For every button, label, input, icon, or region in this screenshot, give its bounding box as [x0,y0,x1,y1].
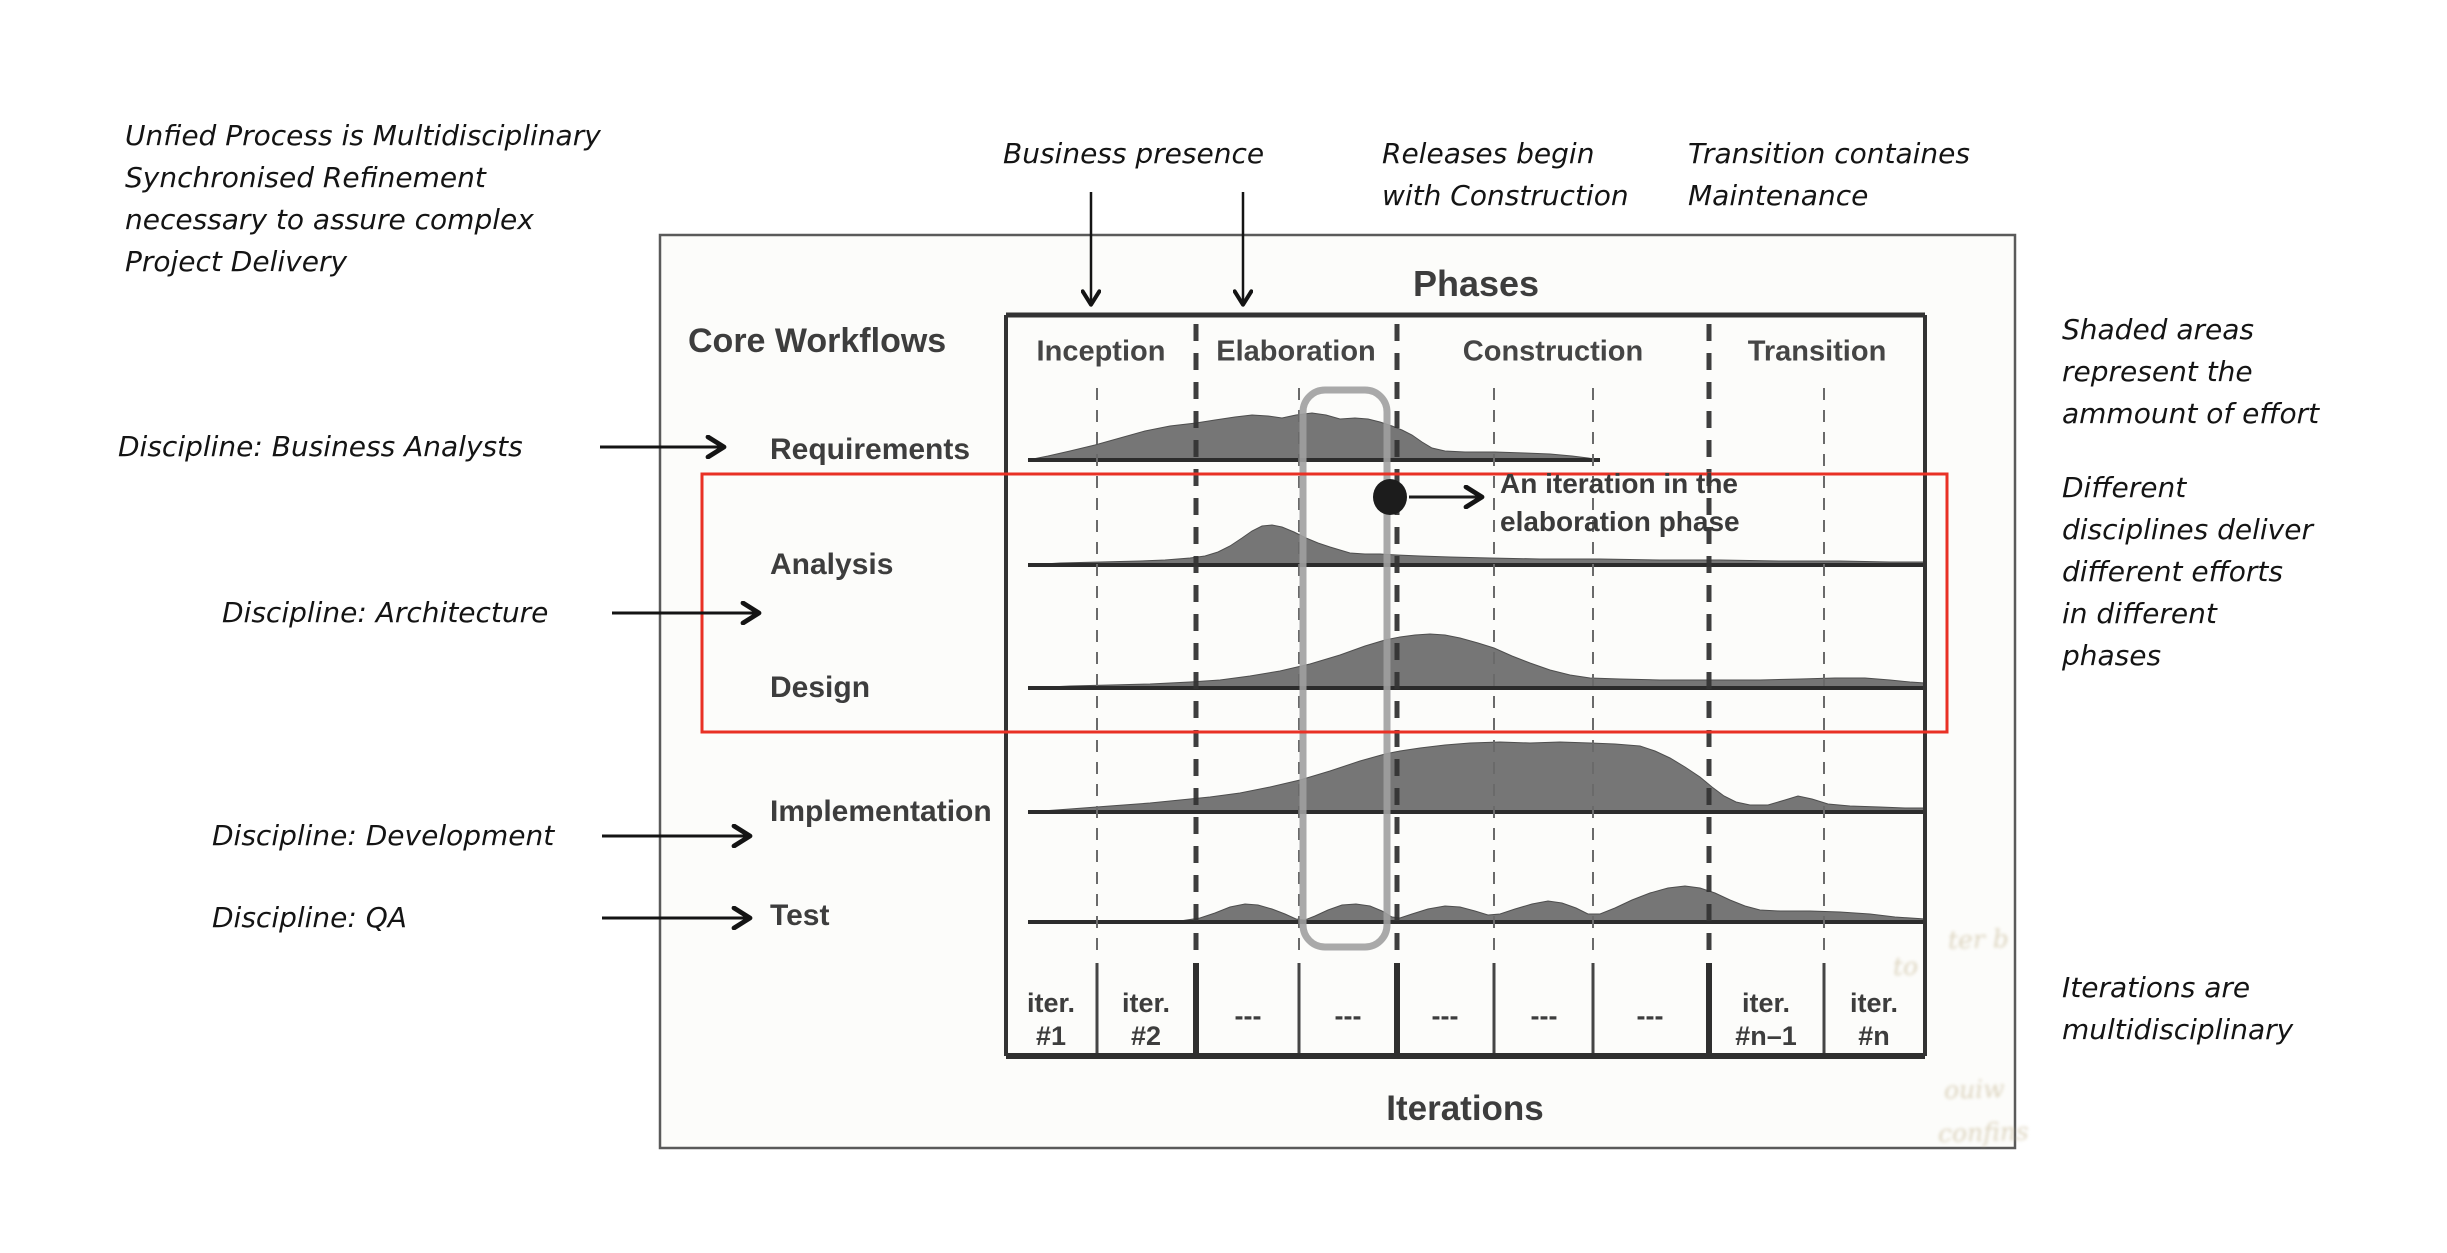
note-unified-process: Unfied Process is Multidisciplinary Sync… [125,115,601,283]
note-discipline-qa: Discipline: QA [212,897,407,939]
note-line: in different [2062,597,2217,630]
iteration-cell-label: --- [1531,1000,1558,1033]
iteration-cell-line: iter. [1026,988,1076,1018]
iteration-cell-line: --- [1234,1001,1262,1031]
note-line: Synchronised Refinement [125,161,486,194]
note-line: multidisciplinary [2062,1013,2294,1046]
iteration-cell-line: #1 [1035,1021,1067,1051]
note-line: Discipline: Development [212,819,555,852]
note-line: Releases begin [1382,137,1595,170]
note-line: represent the [2062,355,2253,388]
note-line: necessary to assure complex [125,203,534,236]
iteration-cell-line: iter. [1121,988,1171,1018]
iteration-cell-label: --- [1432,1000,1459,1033]
effort-hump-analysis [1027,524,1926,566]
callout-line: elaboration phase [1500,506,1740,537]
note-discipline-business-analysts: Discipline: Business Analysts [118,426,523,468]
iteration-cell-line: #n–1 [1735,1021,1797,1051]
iteration-highlight-outline [1299,386,1391,951]
iteration-cell-label: iter.#n–1 [1735,987,1797,1053]
bleed-through-text: ter b [1947,924,2010,955]
note-line: Discipline: Architecture [222,596,549,629]
iteration-cell-label: iter.#n [1850,987,1898,1053]
callout-line: An iteration in the [1500,468,1738,499]
iteration-cell-label: iter.#1 [1027,987,1075,1053]
phase-header-elaboration: Elaboration [1216,335,1376,368]
iteration-cell-line: iter. [1741,988,1791,1018]
note-shaded-areas: Shaded areas represent the ammount of ef… [2062,309,2319,435]
note-line: Business presence [1003,137,1265,170]
iteration-cell-line: --- [1636,1001,1664,1031]
iteration-cell-line: --- [1530,1001,1558,1031]
note-discipline-development: Discipline: Development [212,815,554,857]
workflow-label-analysis: Analysis [770,548,894,581]
phase-header-inception: Inception [1036,335,1166,368]
note-line: Maintenance [1688,179,1869,212]
note-iterations-multidisciplinary: Iterations are multidisciplinary [2062,967,2293,1051]
bleed-through-text: confins [1937,1116,2030,1149]
phase-header-transition: Transition [1747,335,1887,368]
red-highlight-rectangle [700,472,1949,734]
note-line: ammount of effort [2062,397,2320,430]
bleed-through-text: ouiw [1943,1074,2005,1105]
note-line: with Construction [1382,179,1629,212]
workflow-label-test: Test [770,899,830,932]
effort-hump-design [1027,633,1926,689]
note-line: Different [2062,471,2187,504]
iteration-cell-line: #2 [1130,1021,1162,1051]
iteration-cell-label: --- [1637,1000,1664,1033]
note-line: Unfied Process is Multidisciplinary [125,119,601,152]
note-line: different efforts [2062,555,2283,588]
effort-hump-requirements [1027,412,1601,461]
iteration-dot [1373,479,1407,515]
phases-axis-title: Phases [1412,263,1540,304]
note-line: Shaded areas [2062,313,2254,346]
iteration-cell-line: --- [1431,1001,1459,1031]
note-line: Discipline: QA [212,901,407,934]
note-line: Project Delivery [125,245,348,278]
phase-header-construction: Construction [1462,335,1644,368]
bleed-through-text: to [1892,951,1919,982]
note-line: Iterations are [2062,971,2251,1004]
iteration-cell-line: iter. [1849,988,1899,1018]
note-line: disciplines deliver [2062,513,2313,546]
workflow-label-design: Design [770,671,871,704]
note-business-presence: Business presence [1003,133,1264,175]
note-line: phases [2062,639,2162,672]
iterations-axis-title: Iterations [1386,1089,1544,1128]
iteration-callout-text: An iteration in the elaboration phase [1500,465,1740,541]
iteration-cell-label: --- [1235,1000,1262,1033]
note-discipline-architecture: Discipline: Architecture [222,592,548,634]
iteration-cell-label: iter.#2 [1122,987,1170,1053]
effort-hump-test [1028,885,1926,923]
note-different-disciplines: Different disciplines deliver different … [2062,467,2313,677]
note-line: Transition containes [1688,137,1970,170]
workflow-label-requirements: Requirements [770,433,971,466]
iteration-cell-label: --- [1335,1000,1362,1033]
note-releases-begin: Releases begin with Construction [1382,133,1629,217]
effort-hump-implementation [1027,741,1926,813]
workflow-label-implementation: Implementation [770,795,992,828]
iteration-cell-line: #n [1858,1021,1890,1051]
core-workflows-label: Core Workflows [688,322,947,360]
note-line: Discipline: Business Analysts [118,430,523,463]
note-transition-maintenance: Transition containes Maintenance [1688,133,1970,217]
iteration-cell-line: --- [1334,1001,1362,1031]
